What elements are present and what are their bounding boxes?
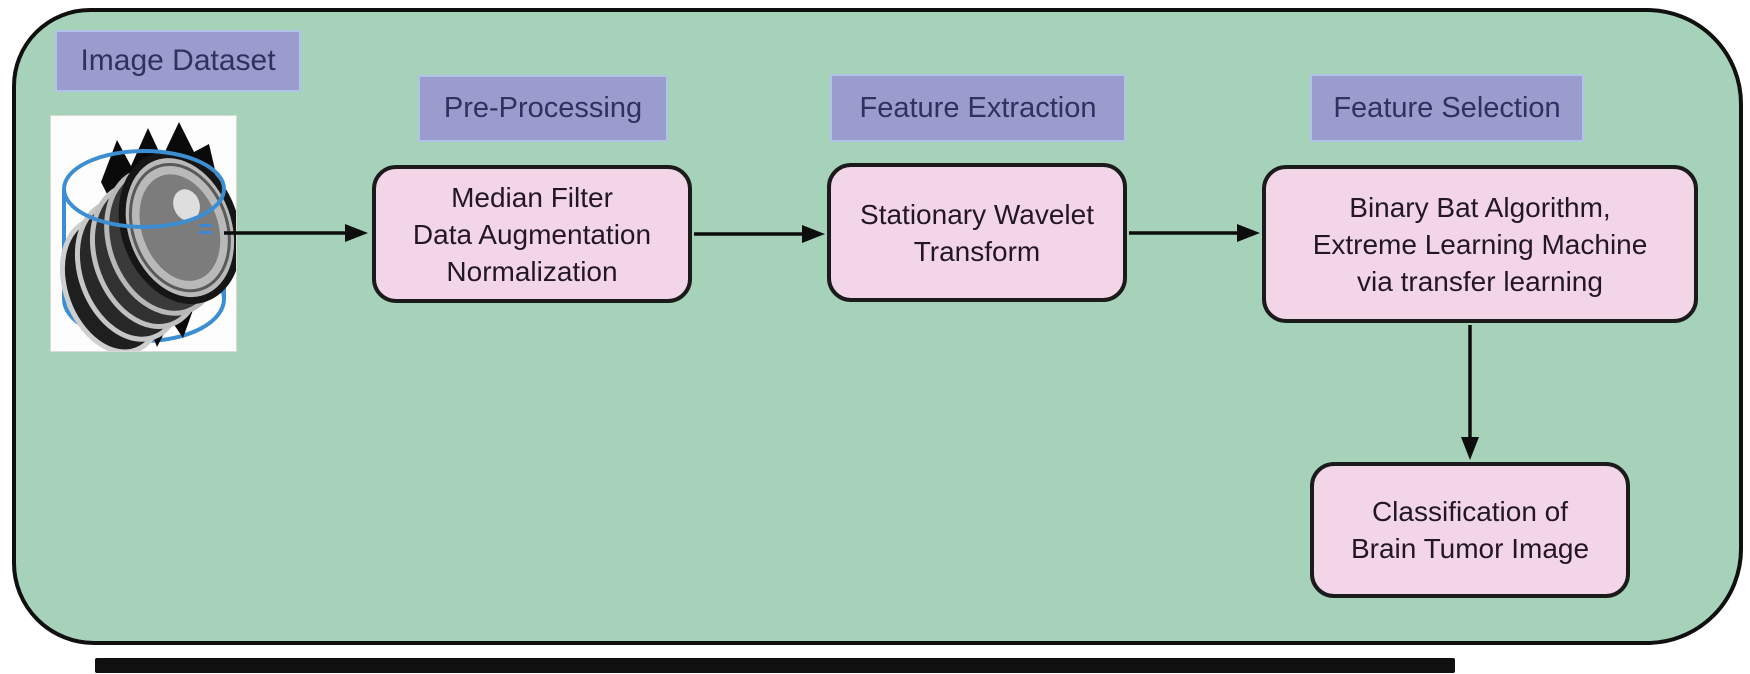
process-box-line: via transfer learning bbox=[1357, 265, 1603, 297]
bottom-crop-bar bbox=[95, 658, 1455, 673]
process-box-line: Transform bbox=[913, 235, 1041, 267]
process-box-line: Normalization bbox=[446, 255, 618, 287]
stage-label-text: Feature Extraction bbox=[859, 91, 1097, 124]
process-box-classification: Classification of Brain Tumor Image bbox=[1310, 462, 1630, 598]
process-box-line: Median Filter bbox=[451, 181, 613, 213]
stage-label-pre-processing: Pre-Processing bbox=[418, 75, 668, 142]
process-box-line: Stationary Wavelet bbox=[860, 198, 1094, 230]
process-box-line: Classification of bbox=[1371, 496, 1569, 527]
process-box-line: Binary Bat Algorithm, bbox=[1349, 191, 1611, 223]
stage-label-text: Feature Selection bbox=[1333, 91, 1561, 124]
stage-label-image-dataset: Image Dataset bbox=[55, 30, 301, 92]
image-edge-handle-icon bbox=[199, 224, 212, 236]
process-box-line: Data Augmentation bbox=[412, 218, 652, 250]
process-box-preprocessing: Median Filter Data Augmentation Normaliz… bbox=[372, 165, 692, 303]
process-box-line: Brain Tumor Image bbox=[1350, 533, 1590, 564]
stage-label-feature-selection: Feature Selection bbox=[1310, 74, 1584, 142]
stage-label-feature-extraction: Feature Extraction bbox=[830, 74, 1126, 142]
stage-label-text: Pre-Processing bbox=[443, 92, 643, 124]
stage-label-text: Image Dataset bbox=[80, 44, 276, 77]
process-box-line: Extreme Learning Machine bbox=[1312, 228, 1648, 260]
process-box-feature-extraction: Stationary Wavelet Transform bbox=[827, 163, 1127, 302]
process-box-feature-selection: Binary Bat Algorithm, Extreme Learning M… bbox=[1262, 165, 1698, 323]
